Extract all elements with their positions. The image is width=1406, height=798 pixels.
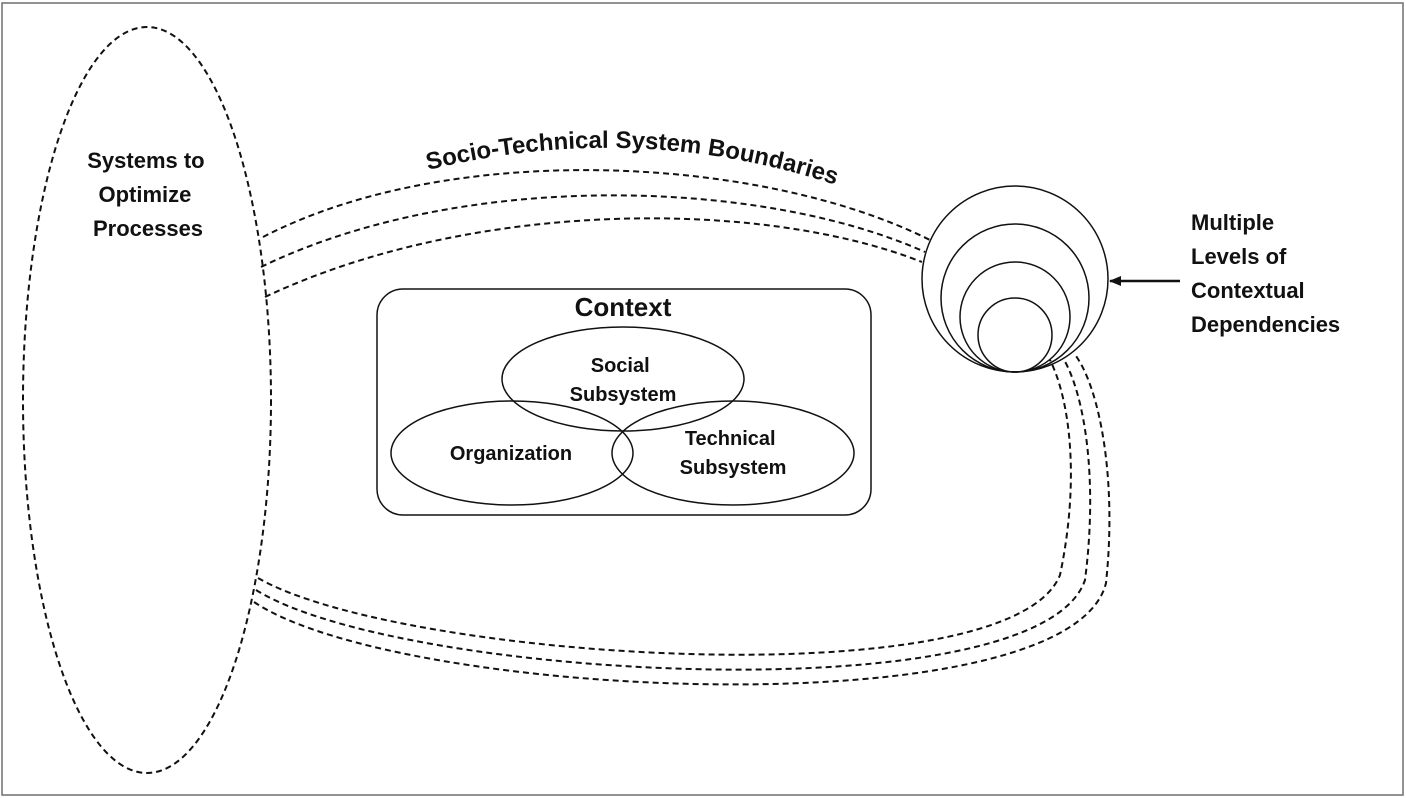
level-circle-4 [977,297,1053,373]
systems-label-line-1: Systems to [87,148,204,173]
levels-label-line-1: Multiple [1191,210,1274,235]
context-title: Context [575,292,672,322]
lower-boundary-line-2 [255,357,1092,671]
upper-boundary-line-2 [260,194,926,268]
technical-subsystem-line-1: Technical [685,428,776,450]
lower-boundary-line-3 [253,355,1111,686]
technical-subsystem-ellipse [611,400,855,506]
systems-label: Systems to Optimize Processes [87,148,211,241]
organization-ellipse [390,400,634,506]
social-subsystem-line-1: Social [591,355,650,377]
systems-label-line-3: Processes [93,216,203,241]
levels-label: Multiple Levels of Contextual Dependenci… [1191,210,1340,337]
upper-boundary-line-1 [262,169,931,241]
social-subsystem-label: Social Subsystem [570,355,677,406]
levels-label-line-2: Levels of [1191,244,1287,269]
lower-boundary-line-1 [257,359,1072,656]
nested-levels [921,185,1109,373]
systems-ellipse [22,26,272,774]
levels-label-line-3: Contextual [1191,278,1305,303]
technical-subsystem-line-2: Subsystem [680,457,787,479]
lower-boundary-lines [253,355,1111,686]
levels-label-line-4: Dependencies [1191,312,1340,337]
context-box [376,288,872,516]
technical-subsystem-label: Technical Subsystem [680,428,787,479]
organization-label: Organization [450,443,572,465]
systems-label-line-2: Optimize [98,182,191,207]
upper-boundary-lines [260,169,931,298]
social-subsystem-line-2: Subsystem [570,384,677,406]
upper-boundary-line-3 [264,217,923,298]
